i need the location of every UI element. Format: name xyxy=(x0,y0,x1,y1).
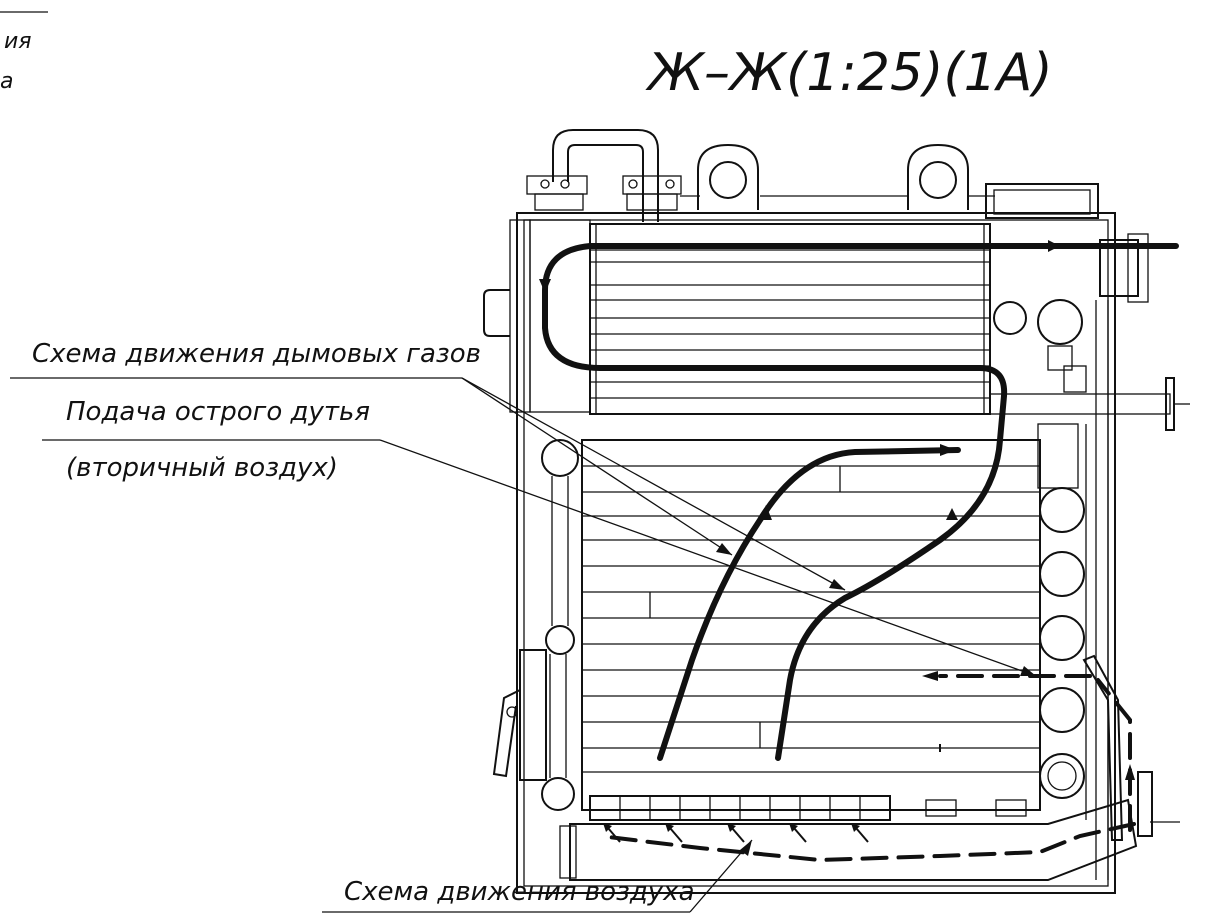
callout-air-flow-label: Схема движения воздуха xyxy=(344,877,695,907)
top-nozzle-pipe xyxy=(526,129,682,222)
callout-flue-gas: Схема движения дымовых газов xyxy=(10,339,846,591)
air-plenum xyxy=(559,798,1138,881)
right-air-duct xyxy=(1082,654,1180,841)
section-title: Ж–Ж(1:25)(1А) xyxy=(645,43,1053,103)
callout-secondary-air-line-1: Подача острого дутья xyxy=(66,397,370,427)
air-path xyxy=(598,671,1136,863)
callout-air-flow: Схема движения воздуха xyxy=(322,839,753,913)
left-handle xyxy=(483,289,510,337)
corner-note: ия а xyxy=(0,11,48,94)
lifting-lug-left xyxy=(697,143,759,210)
secondary-air-pipe xyxy=(989,377,1190,431)
flue-gas-path xyxy=(539,240,1179,761)
left-riser xyxy=(541,439,579,811)
corner-note-line-2: а xyxy=(0,69,13,94)
flue-outlet xyxy=(1099,233,1149,303)
right-drums xyxy=(993,299,1087,393)
top-right-box xyxy=(985,183,1099,219)
boiler-body xyxy=(516,212,1116,894)
right-screen-tubes xyxy=(1037,423,1087,820)
upper-tube-bundle xyxy=(589,223,991,415)
grate-bars xyxy=(589,795,1027,821)
left-door xyxy=(492,649,547,781)
callout-secondary-air: Подача острого дутья (вторичный воздух) xyxy=(42,397,1037,677)
callout-flue-gas-label: Схема движения дымовых газов xyxy=(32,339,481,369)
corner-note-line-1: ия xyxy=(4,29,32,54)
air-nozzle-arrows xyxy=(603,823,869,843)
callout-secondary-air-line-2: (вторичный воздух) xyxy=(66,453,338,483)
lifting-lug-right xyxy=(907,143,969,210)
